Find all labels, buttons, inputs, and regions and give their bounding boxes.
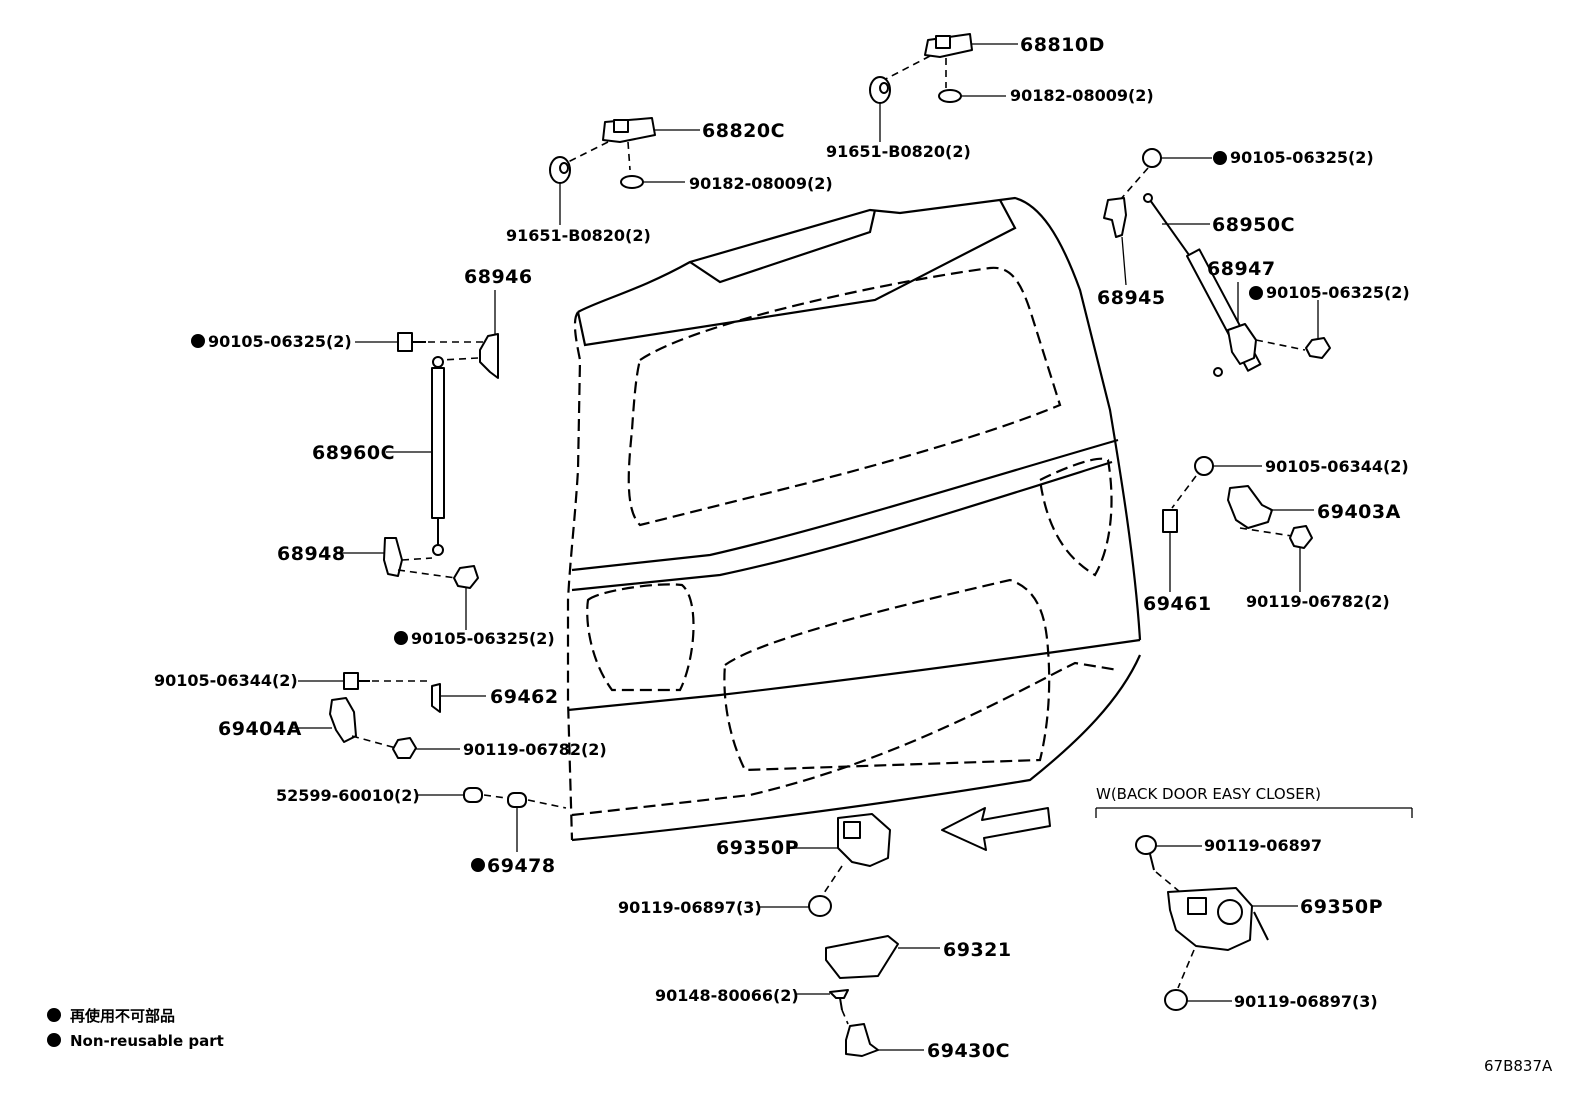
nut-91651-b	[549, 156, 571, 225]
bolt-90119-06782-l	[392, 737, 460, 759]
legend-ja: 再使用不可部品	[70, 1007, 175, 1025]
legend-en: Non-reusable part	[70, 1032, 224, 1050]
nut-90182-a	[938, 89, 1006, 103]
label-69403a: 69403A	[1317, 501, 1401, 523]
label-68948: 68948	[277, 543, 346, 565]
bracket-69461	[1162, 509, 1178, 592]
bolt-90105-tr2	[1305, 300, 1331, 359]
bracket-68946	[441, 290, 499, 379]
label-69350p-main: 69350P	[716, 837, 799, 859]
bolt-90119-06897-main	[760, 895, 832, 917]
bolt-90119-06897-box-bot	[1164, 989, 1232, 1011]
label-69461: 69461	[1143, 593, 1212, 615]
label-90105-06344-l: 90105-06344(2)	[154, 671, 298, 690]
legend-marker	[47, 1033, 61, 1047]
label-90105-tr2: 90105-06325(2)	[1266, 283, 1410, 302]
label-69462: 69462	[490, 686, 559, 708]
legend: 再使用不可部品 Non-reusable part	[47, 1007, 224, 1050]
label-90105-ml: 90105-06325(2)	[411, 629, 555, 648]
label-69350p-box: 69350P	[1300, 896, 1383, 918]
non-reusable-marker	[1213, 151, 1227, 165]
cover-69321	[825, 935, 940, 979]
lock-69350p-closer	[1167, 887, 1298, 989]
bracket-68945	[1103, 197, 1127, 286]
bolt-90105-06344-l	[298, 672, 430, 690]
label-90182-a: 90182-08009(2)	[1010, 86, 1154, 105]
label-90105-tl: 90105-06325(2)	[208, 332, 352, 351]
label-68950c: 68950C	[1212, 214, 1295, 236]
label-90182-b: 90182-08009(2)	[689, 174, 833, 193]
label-90119-06897-box-3: 90119-06897(3)	[1234, 992, 1378, 1011]
cushion-52599	[418, 787, 507, 803]
bolt-90105-ml	[453, 565, 479, 630]
non-reusable-marker	[394, 631, 408, 645]
bracket-68947	[1227, 282, 1306, 365]
label-69404a: 69404A	[218, 718, 302, 740]
label-90105-tr1: 90105-06325(2)	[1230, 148, 1374, 167]
label-69478: 69478	[487, 855, 556, 877]
label-68946: 68946	[464, 266, 533, 288]
hinge-68810d	[879, 33, 1018, 88]
stay-68960c	[386, 356, 445, 556]
label-52599: 52599-60010(2)	[276, 786, 420, 805]
label-68960c: 68960C	[312, 442, 395, 464]
switch-69430c	[845, 1023, 924, 1057]
label-90119-06782-r: 90119-06782(2)	[1246, 592, 1390, 611]
variant-box-frame	[1095, 807, 1413, 818]
label-68945: 68945	[1097, 287, 1166, 309]
bracket-69404a	[290, 697, 397, 749]
non-reusable-marker	[471, 858, 485, 872]
label-90148: 90148-80066(2)	[655, 986, 799, 1005]
bracket-69462	[431, 683, 486, 713]
cushion-69478	[507, 792, 567, 852]
bracket-69403a	[1227, 485, 1314, 537]
back-door-panel	[566, 196, 1142, 842]
bolt-90105-tr1	[1119, 148, 1212, 201]
label-90105-06344-r: 90105-06344(2)	[1265, 457, 1409, 476]
label-90119-06782-l: 90119-06782(2)	[463, 740, 607, 759]
label-90119-06897-main: 90119-06897(3)	[618, 898, 762, 917]
bracket-68948	[338, 537, 457, 579]
nut-90182-b	[620, 175, 685, 189]
bolt-90119-06897-box-top	[1135, 835, 1202, 893]
lock-69350p	[790, 813, 891, 897]
hinge-68820c	[567, 117, 700, 171]
non-reusable-marker	[191, 334, 205, 348]
legend-marker	[47, 1008, 61, 1022]
arrow-pointer	[941, 807, 1051, 851]
bolt-90105-06344-r	[1171, 456, 1262, 509]
nut-91651-a	[869, 76, 891, 142]
label-68947: 68947	[1207, 258, 1276, 280]
label-69430c: 69430C	[927, 1040, 1010, 1062]
label-69321: 69321	[943, 939, 1012, 961]
non-reusable-marker	[1249, 286, 1263, 300]
label-91651-a: 91651-B0820(2)	[826, 142, 971, 161]
bolt-90119-06782-r	[1289, 525, 1313, 592]
label-90119-06897-box: 90119-06897	[1204, 836, 1322, 855]
diagram-id: 67B837A	[1484, 1057, 1553, 1075]
label-68810d: 68810D	[1020, 34, 1105, 56]
label-91651-b: 91651-B0820(2)	[506, 226, 651, 245]
label-68820c: 68820C	[702, 120, 785, 142]
screw-90148	[796, 989, 849, 1025]
variant-box-title: W(BACK DOOR EASY CLOSER)	[1096, 785, 1321, 803]
bolt-90105-tl	[355, 332, 484, 352]
